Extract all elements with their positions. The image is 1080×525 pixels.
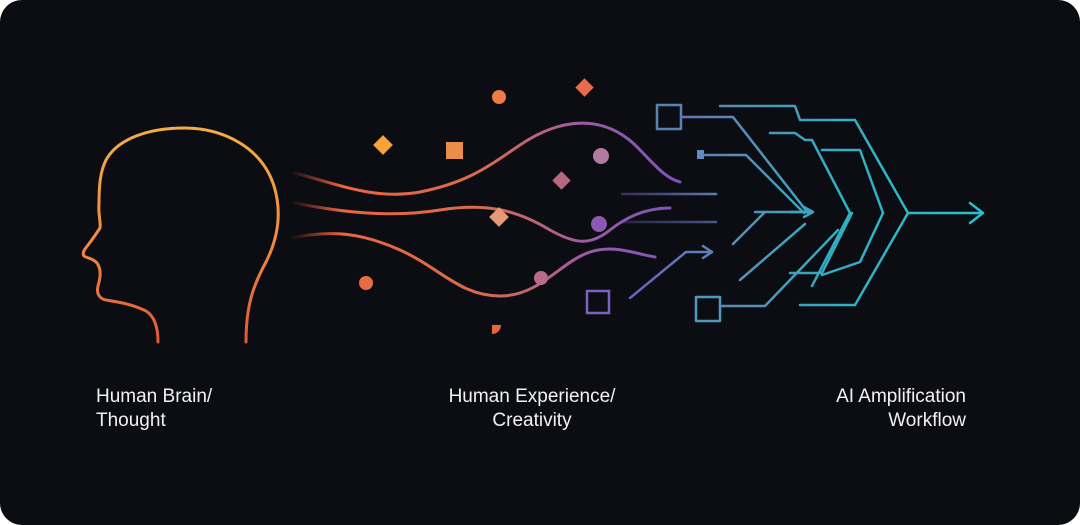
diamond-shape bbox=[373, 135, 393, 155]
caption-human-experience: Human Experience/ Creativity bbox=[440, 385, 624, 433]
arrow-right-icon bbox=[701, 244, 714, 260]
dot-shape bbox=[359, 276, 373, 290]
dot-shape bbox=[492, 90, 506, 104]
node-square-top bbox=[655, 103, 683, 131]
caption-line: Human Brain/ bbox=[96, 386, 213, 407]
dot-shape bbox=[591, 216, 607, 232]
caption-line: Human Experience/ bbox=[448, 386, 616, 407]
caption-line: Thought bbox=[96, 410, 166, 431]
head-profile-icon bbox=[81, 126, 280, 344]
caption-line: AI Amplification bbox=[836, 386, 966, 407]
diamond-shape bbox=[575, 78, 594, 97]
diamond-shape bbox=[489, 207, 509, 227]
ai-circuit-lines bbox=[620, 103, 982, 323]
caption-human-brain: Human Brain/ Thought bbox=[96, 385, 212, 433]
dot-shape bbox=[593, 148, 609, 164]
wave-top bbox=[293, 121, 682, 196]
experience-waves bbox=[288, 121, 682, 298]
square-shape bbox=[446, 142, 463, 159]
square-outline-shape bbox=[585, 289, 611, 315]
caption-line: Creativity bbox=[492, 410, 572, 431]
wave-bottom bbox=[288, 232, 657, 298]
node-square-bottom bbox=[694, 295, 722, 323]
arrowheads bbox=[701, 201, 985, 260]
diamond-shape bbox=[552, 171, 571, 190]
caption-line: Workflow bbox=[888, 410, 966, 431]
node-small bbox=[697, 150, 704, 159]
arrow-right-icon bbox=[802, 205, 815, 219]
arrow-right-icon bbox=[968, 201, 985, 225]
floating-shapes bbox=[359, 78, 611, 334]
dot-shape bbox=[534, 271, 548, 285]
caption-ai-amplification: AI Amplification Workflow bbox=[816, 385, 966, 433]
quarter-circle-shape bbox=[492, 325, 501, 334]
